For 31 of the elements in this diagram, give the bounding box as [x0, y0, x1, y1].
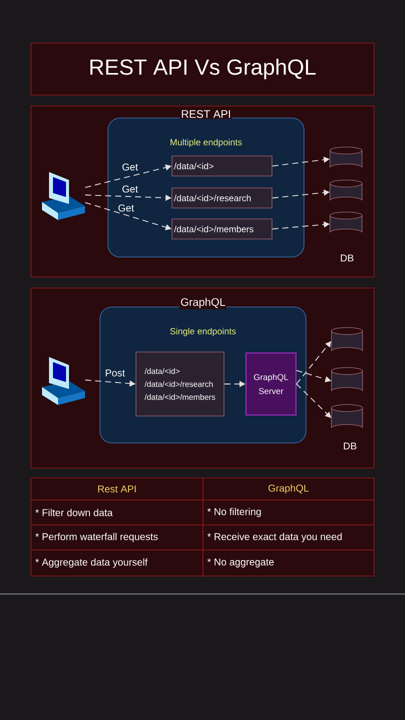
edge-label: Get: [122, 163, 138, 171]
endpoint-box: /data/<id>: [172, 156, 272, 176]
table-cell: * Receive exact data you need: [202, 524, 374, 550]
database-cylinder: [330, 180, 362, 201]
endpoint-box: /data/<id>/members: [172, 218, 272, 240]
edge-label: Get: [122, 185, 138, 193]
database-label: DB: [344, 442, 356, 450]
table-cell: * No filtering: [202, 500, 374, 526]
title-banner: REST API Vs GraphQL: [30, 42, 374, 96]
arrow: [296, 384, 332, 418]
table-cell: * Aggregate data yourself: [30, 550, 204, 576]
edge-label: Get: [118, 204, 134, 212]
node-label: REST API: [182, 110, 230, 118]
server-box: GraphQL Server: [246, 352, 296, 416]
database-cylinder: [331, 327, 363, 352]
computer-icon: [42, 172, 85, 220]
database-cylinder: [331, 404, 363, 428]
computer-icon: [42, 357, 85, 405]
arrow: [296, 341, 332, 384]
database-cylinder: [330, 146, 362, 168]
edge-label: Post: [106, 370, 125, 376]
table-cell: * Perform waterfall requests: [30, 524, 204, 550]
database-cylinder: [330, 212, 362, 233]
table-header: GraphQL: [202, 478, 374, 500]
database-cylinder: [331, 367, 363, 392]
node-label: GraphQL: [181, 298, 226, 308]
table-cell: * No aggregate: [202, 550, 374, 576]
table-header: Rest API: [30, 478, 204, 500]
endpoint-box: /data/<id>/research: [172, 188, 272, 208]
table-cell: * Filter down data: [30, 500, 204, 526]
database-label: DB: [340, 254, 354, 262]
